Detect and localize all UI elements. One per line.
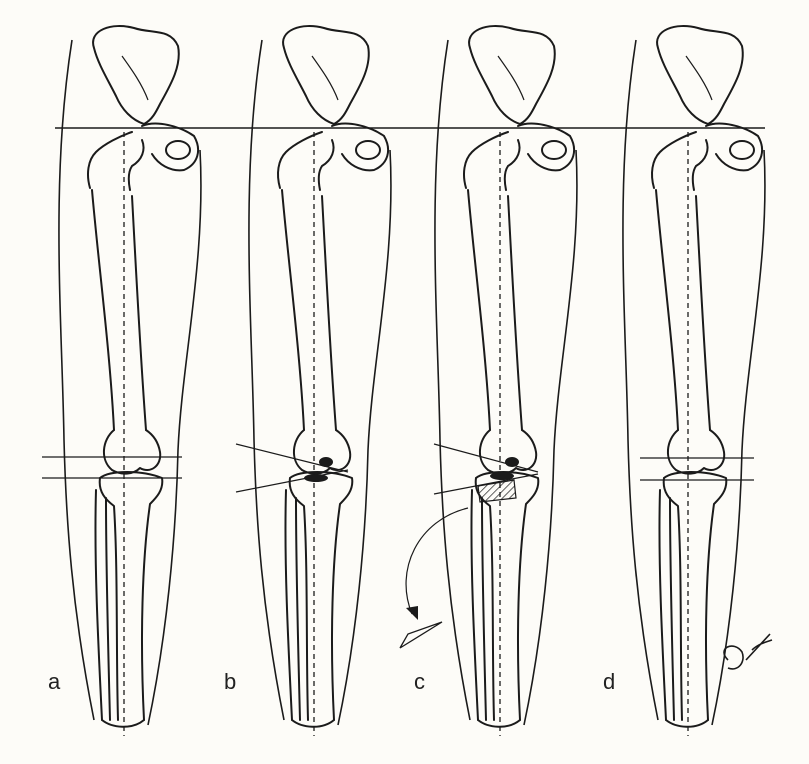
medial-joint-compression-mark xyxy=(319,457,333,467)
leg-panel-c xyxy=(400,26,577,736)
illustrator-signature xyxy=(724,634,772,669)
arrow-head xyxy=(406,606,418,620)
leg-panel-d xyxy=(623,26,765,736)
joint-compression-mark xyxy=(304,474,328,482)
correction-arrow xyxy=(406,508,468,614)
osteotomy-wedge xyxy=(478,480,516,502)
leg-panel-a xyxy=(42,26,201,736)
panel-label-c: c xyxy=(414,669,425,695)
wedge-removed-icon xyxy=(400,622,442,648)
panel-label-d: d xyxy=(603,669,615,695)
panel-label-a: a xyxy=(48,669,60,695)
leg-panel-b xyxy=(236,26,391,736)
panel-label-b: b xyxy=(224,669,236,695)
